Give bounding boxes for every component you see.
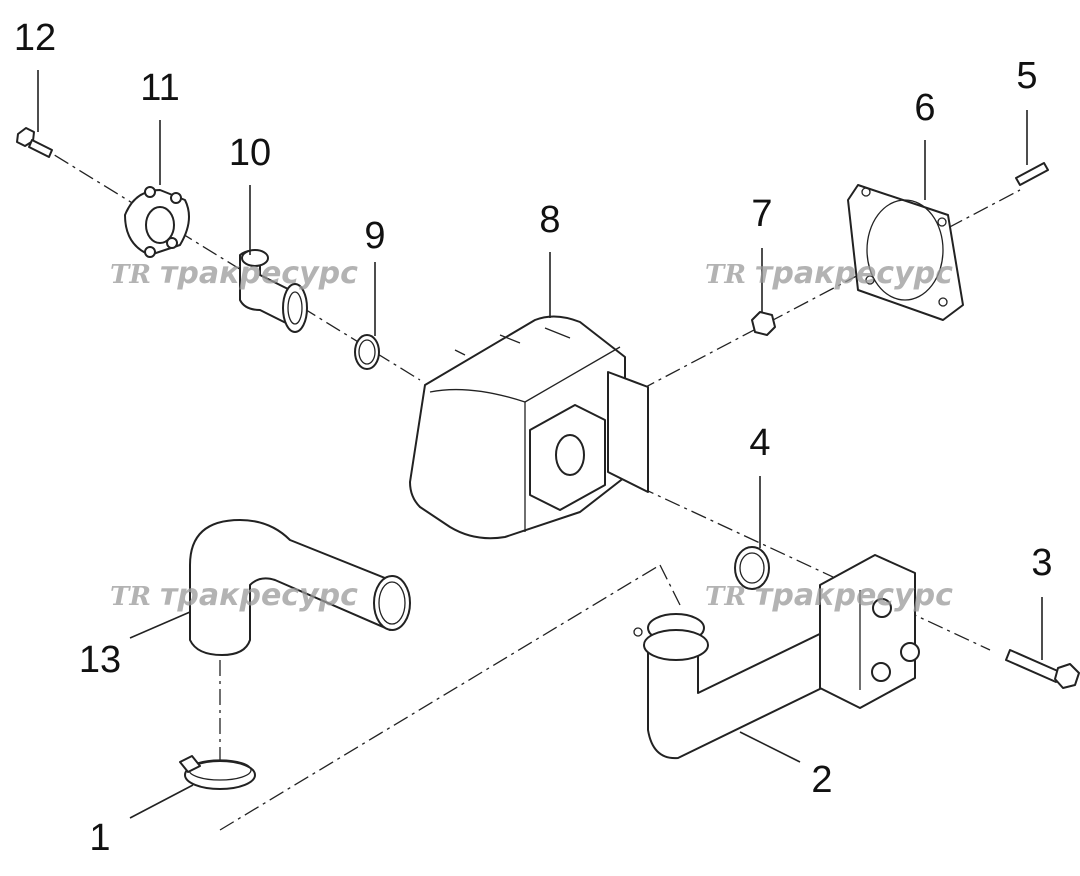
- flange-11: [124, 186, 190, 258]
- suction-pipe-2: [633, 554, 920, 760]
- callout-1: 1: [89, 817, 110, 859]
- callout-12: 12: [14, 17, 56, 59]
- callout-8: 8: [539, 199, 560, 241]
- hose-13: [189, 519, 411, 656]
- callout-5: 5: [1016, 55, 1037, 97]
- o-ring-4: [734, 546, 770, 590]
- callout-6: 6: [914, 87, 935, 129]
- watermark-logo: TR: [110, 260, 151, 290]
- leader-lines: [37, 70, 1043, 819]
- watermark-left: TR тракресурс: [110, 256, 358, 291]
- o-ring-9: [354, 334, 380, 370]
- callout-7: 7: [751, 193, 772, 235]
- pump-8: [409, 315, 649, 540]
- watermark-logo: TR: [705, 582, 746, 612]
- watermark-text: тракресурс: [160, 578, 358, 613]
- callout-numbers: 1 2 3 4 5 6 7 8 9 10 11 12 13: [14, 17, 1053, 859]
- callout-4: 4: [749, 422, 770, 464]
- callout-9: 9: [364, 215, 385, 257]
- bolt-12: [16, 127, 53, 158]
- callout-11: 11: [140, 67, 179, 109]
- elbow-fitting-10: [239, 249, 308, 333]
- watermark-bottom-left: TR тракресурс: [110, 578, 358, 613]
- bolt-3: [1005, 649, 1080, 689]
- watermark-bottom-right: TR тракресурс: [705, 578, 953, 613]
- watermark-text: тракресурс: [160, 256, 358, 291]
- clamp-1: [179, 755, 256, 790]
- callout-2: 2: [811, 759, 832, 801]
- watermark-logo: TR: [110, 582, 151, 612]
- watermark-text: тракресурс: [755, 256, 953, 291]
- callout-3: 3: [1031, 542, 1052, 584]
- gasket-6: [847, 184, 964, 321]
- callout-10: 10: [229, 132, 271, 174]
- callout-13: 13: [79, 639, 121, 681]
- watermark-text: тракресурс: [755, 578, 953, 613]
- pin-5: [1015, 162, 1049, 186]
- nut-7: [751, 311, 776, 336]
- watermark-right: TR тракресурс: [705, 256, 953, 291]
- watermark-logo: TR: [705, 260, 746, 290]
